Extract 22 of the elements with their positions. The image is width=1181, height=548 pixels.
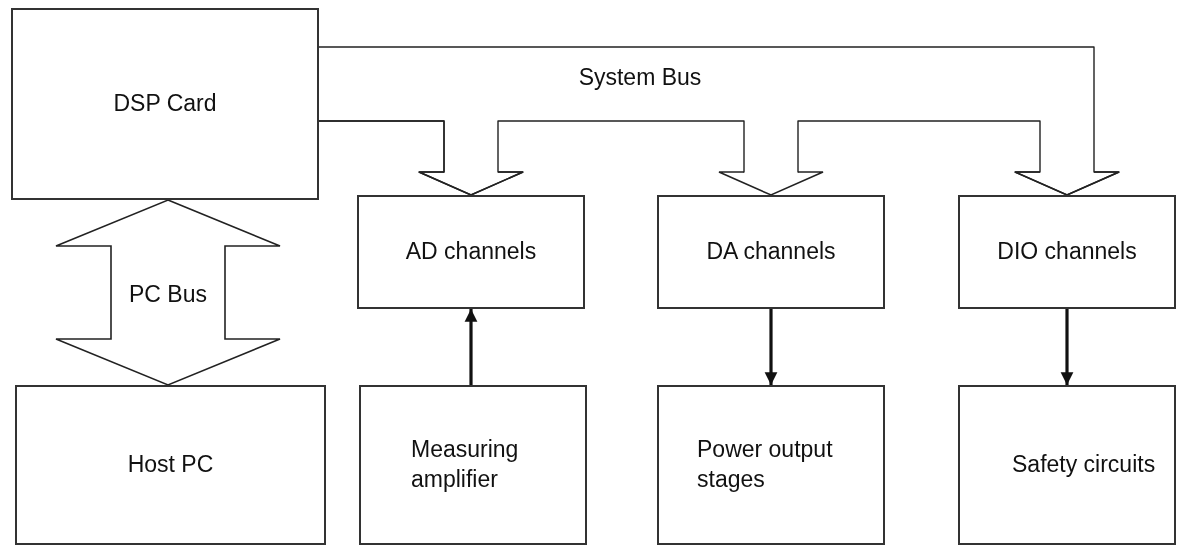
arrow [764,309,778,385]
process-box [958,385,1176,545]
box-label: DIO channels [997,237,1137,267]
process-box [11,8,319,200]
process-box [15,385,326,545]
box-label: Host PC [127,450,214,480]
edge-label: PC Bus [128,279,208,309]
box-label: Safety circuits [1012,450,1156,480]
process-box [657,195,885,309]
arrow [464,309,478,385]
box-label: DSP Card [113,89,217,119]
process-box [359,385,587,545]
process-box [657,385,885,545]
arrow [1060,309,1074,385]
box-label: Measuring amplifier [411,435,520,494]
box-label: AD channels [405,237,537,267]
process-box [357,195,585,309]
process-box [958,195,1176,309]
box-label: DA channels [706,237,836,267]
bus-arrow [55,199,281,386]
box-label: Power output stages [697,435,834,494]
bus-label: System Bus [577,63,703,92]
